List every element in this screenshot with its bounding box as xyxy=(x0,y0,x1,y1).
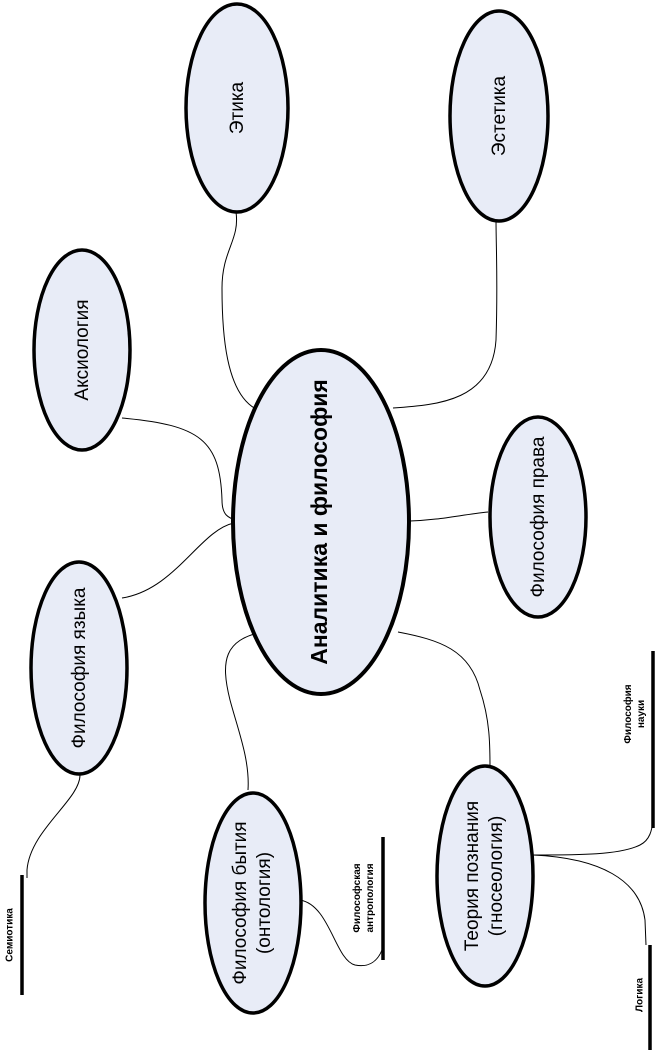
node-axiology-ellipse xyxy=(32,248,132,452)
node-epistemology-label-line2: (гносеология) xyxy=(486,816,507,937)
connector-center-ethics xyxy=(221,211,259,411)
leaf-logic-label: Логика xyxy=(635,978,646,1012)
node-epistemology-label-line1: Теория познания xyxy=(462,801,483,951)
connector-language-semiotics xyxy=(26,774,81,878)
connector-center-language xyxy=(121,522,235,599)
node-language-label: Философия языка xyxy=(69,587,90,748)
connector-epistemology-logic xyxy=(532,854,647,946)
node-ontology-ellipse xyxy=(203,791,303,1015)
connector-ontology-anthropology xyxy=(299,899,383,967)
leaf-anthropology-label-line2: антропология xyxy=(365,863,376,932)
node-epistemology-label-group: Теория познания (гносеология) xyxy=(462,801,507,951)
node-axiology-label: Аксиология xyxy=(72,299,93,400)
connector-center-aesthetics xyxy=(392,217,498,409)
node-ontology-label-line2: (онтология) xyxy=(254,852,275,954)
center-label: Аналитика и философия xyxy=(306,379,332,665)
connector-center-axiology xyxy=(121,417,239,522)
leaf-anthropology-label-line1: Философская xyxy=(351,863,363,932)
connector-center-law xyxy=(409,511,489,522)
leaf-science-label-line1: Философия xyxy=(622,684,634,743)
node-epistemology-ellipse xyxy=(435,764,535,988)
node-law-ellipse xyxy=(488,415,588,619)
node-ethics-label: Этика xyxy=(227,81,248,134)
leaf-anthropology-label-group: Философская антропология xyxy=(351,863,376,932)
node-ethics-ellipse xyxy=(184,2,290,214)
node-law-label: Философия права xyxy=(528,436,549,597)
node-ontology-label-line1: Философия бытия xyxy=(230,821,251,984)
connector-center-epistemology xyxy=(397,631,491,769)
leaf-science-label-line2: науки xyxy=(636,700,647,728)
leaf-semiotics-label: Семиотика xyxy=(5,908,16,962)
node-ontology-label-group: Философия бытия (онтология) xyxy=(230,821,275,984)
node-aesthetics-label: Эстетика xyxy=(489,75,510,156)
node-language-ellipse xyxy=(29,560,129,776)
node-aesthetics-ellipse xyxy=(448,9,550,223)
center-ellipse xyxy=(231,348,411,696)
connector-epistemology-science xyxy=(532,819,654,856)
leaf-science-label-group: Философия науки xyxy=(622,684,647,743)
connector-center-ontology xyxy=(225,631,263,791)
